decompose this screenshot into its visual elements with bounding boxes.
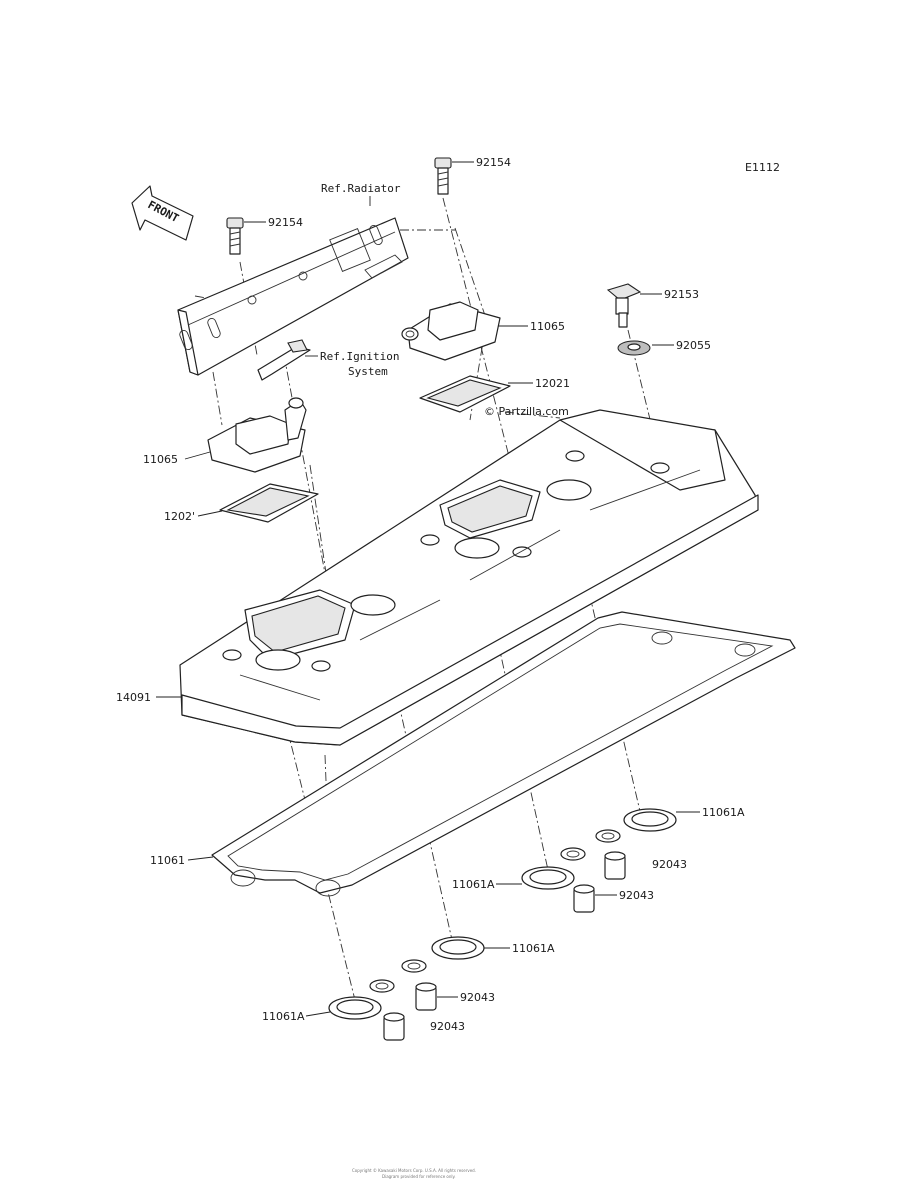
callout-12021-right: 12021: [535, 377, 570, 390]
seal-11061A-left: [328, 979, 395, 1020]
bolt-92154-left: [226, 217, 244, 255]
seal-11061A-right: [595, 808, 677, 843]
callout-92043-b: 92043: [619, 889, 654, 902]
footer-line-2: Diagram provided for reference only.: [382, 1174, 456, 1179]
callout-11061A-mid: 11061A: [452, 878, 495, 891]
cylinder-head-cover-14091: [179, 409, 759, 746]
washer-92055: [617, 340, 651, 356]
reed-plate-12021-left: [219, 483, 319, 523]
callout-11065-left: 11065: [143, 453, 178, 466]
diagram-code: E1112: [745, 161, 780, 174]
ref-radiator-label: Ref.Radiator: [321, 182, 401, 195]
gasket-11061: [211, 611, 796, 897]
seal-11061A-mid: [521, 847, 586, 890]
callout-11061A-left: 11061A: [262, 1010, 305, 1023]
callout-92055: 92055: [676, 339, 711, 352]
callout-92154-top: 92154: [476, 156, 511, 169]
bolt-92153: [606, 283, 642, 328]
ignition-bracket: [257, 339, 311, 381]
callout-92153: 92153: [664, 288, 699, 301]
callout-14091: 14091: [116, 691, 151, 704]
callout-92154-left: 92154: [268, 216, 303, 229]
footer-line-1: Copyright © Kawasaki Motors Corp. U.S.A.…: [352, 1168, 476, 1173]
breather-cap-11065-left: [207, 397, 307, 473]
watermark: © Partzilla.com: [484, 405, 569, 418]
callout-12021-left: 1202': [164, 510, 195, 523]
dowel-92043-c: [415, 982, 437, 1011]
breather-cap-11065-right: [401, 301, 501, 361]
bolt-92154-top: [434, 157, 452, 195]
reed-plate-12021-right: [419, 375, 511, 413]
callout-11065-right: 11065: [530, 320, 565, 333]
callout-11061: 11061: [150, 854, 185, 867]
seal-11061A-low: [401, 936, 485, 973]
callout-11061A-right: 11061A: [702, 806, 745, 819]
dowel-92043-a: [604, 851, 626, 880]
callout-92043-d: 92043: [430, 1020, 465, 1033]
callout-92043-a: 92043: [652, 858, 687, 871]
front-arrow-icon: FRONT: [131, 185, 194, 241]
callout-92043-c: 92043: [460, 991, 495, 1004]
dowel-92043-d: [383, 1012, 405, 1041]
ref-ignition-line2: System: [348, 365, 388, 378]
ref-ignition-line1: Ref.Ignition: [320, 350, 399, 363]
radiator-bracket: [177, 217, 409, 376]
callout-11061A-low: 11061A: [512, 942, 555, 955]
dowel-92043-b: [573, 884, 595, 913]
